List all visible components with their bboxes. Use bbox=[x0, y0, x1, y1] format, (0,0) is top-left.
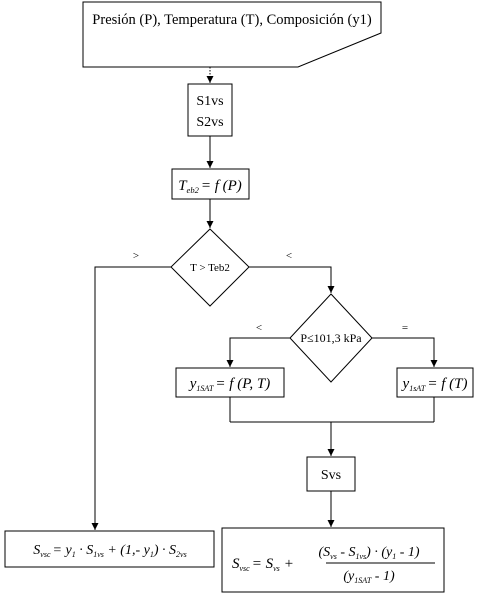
formula-right-numerator: (Svs - S1vs) · (y1 - 1) bbox=[318, 545, 419, 561]
data-block-box bbox=[187, 83, 233, 137]
data-block-line2: S2vs bbox=[196, 115, 223, 130]
formula-right-denominator: (y1SAT - 1) bbox=[343, 569, 395, 585]
svs-block: Svs bbox=[306, 456, 356, 492]
y1sat-pt-box bbox=[175, 367, 285, 398]
y1sat-pt-formula: y1SAT= f (P, T) bbox=[188, 376, 271, 393]
edge-decision-t-greater bbox=[91, 266, 171, 530]
y1at-t-box bbox=[396, 367, 474, 398]
data-block-line1: S1vs bbox=[196, 94, 223, 109]
y1sat-pt-block: y1SAT= f (P, T) bbox=[175, 367, 285, 398]
teb2-formula: Teb2= f (P) bbox=[178, 178, 242, 195]
formula-right-block: Svsc= Svs+ (Svs - S1vs) · (y1 - 1) (y1SA… bbox=[221, 527, 445, 593]
y1at-t-block: y1sAT= f (T) bbox=[396, 367, 474, 398]
input-label: Presión (P), Temperatura (T), Composició… bbox=[92, 12, 372, 28]
y1at-t-formula: y1sAT= f (T) bbox=[401, 376, 468, 393]
edge-decision-t-less bbox=[249, 266, 335, 293]
decision-t-label: T > Teb2 bbox=[190, 262, 230, 274]
input-node: Presión (P), Temperatura (T), Composició… bbox=[82, 1, 382, 68]
formula-right-box bbox=[221, 527, 445, 593]
decision-p-label: P≤101,3 kPa bbox=[300, 331, 362, 345]
formula-left-box bbox=[4, 530, 215, 568]
decision-p-diamond bbox=[289, 293, 373, 383]
edge-decision-p-less bbox=[226, 337, 290, 367]
teb2-box bbox=[171, 168, 250, 200]
decision-p: P≤101,3 kPa < = bbox=[256, 293, 408, 383]
edge-decision-p-equal bbox=[372, 337, 438, 367]
svs-box bbox=[306, 456, 356, 492]
connectors bbox=[91, 67, 438, 530]
decision-t-branch-less: < bbox=[286, 250, 292, 262]
formula-left: Svsc= y1 · S1vs + (1,- y1) · S2vs bbox=[33, 543, 186, 559]
decision-t-branch-greater: > bbox=[133, 250, 139, 262]
teb2-block: Teb2= f (P) bbox=[171, 168, 250, 200]
formula-left-block: Svsc= y1 · S1vs + (1,- y1) · S2vs bbox=[4, 530, 215, 568]
decision-p-branch-less: < bbox=[256, 322, 262, 334]
decision-t: T > Teb2 > < bbox=[133, 228, 292, 307]
svs-label: Svs bbox=[321, 468, 341, 483]
data-block: S1vs S2vs bbox=[187, 83, 233, 137]
decision-p-branch-equal: = bbox=[402, 322, 408, 334]
formula-right-lhs: Svsc= Svs+ bbox=[232, 556, 294, 573]
input-shape bbox=[82, 1, 382, 68]
decision-t-diamond bbox=[170, 228, 250, 307]
